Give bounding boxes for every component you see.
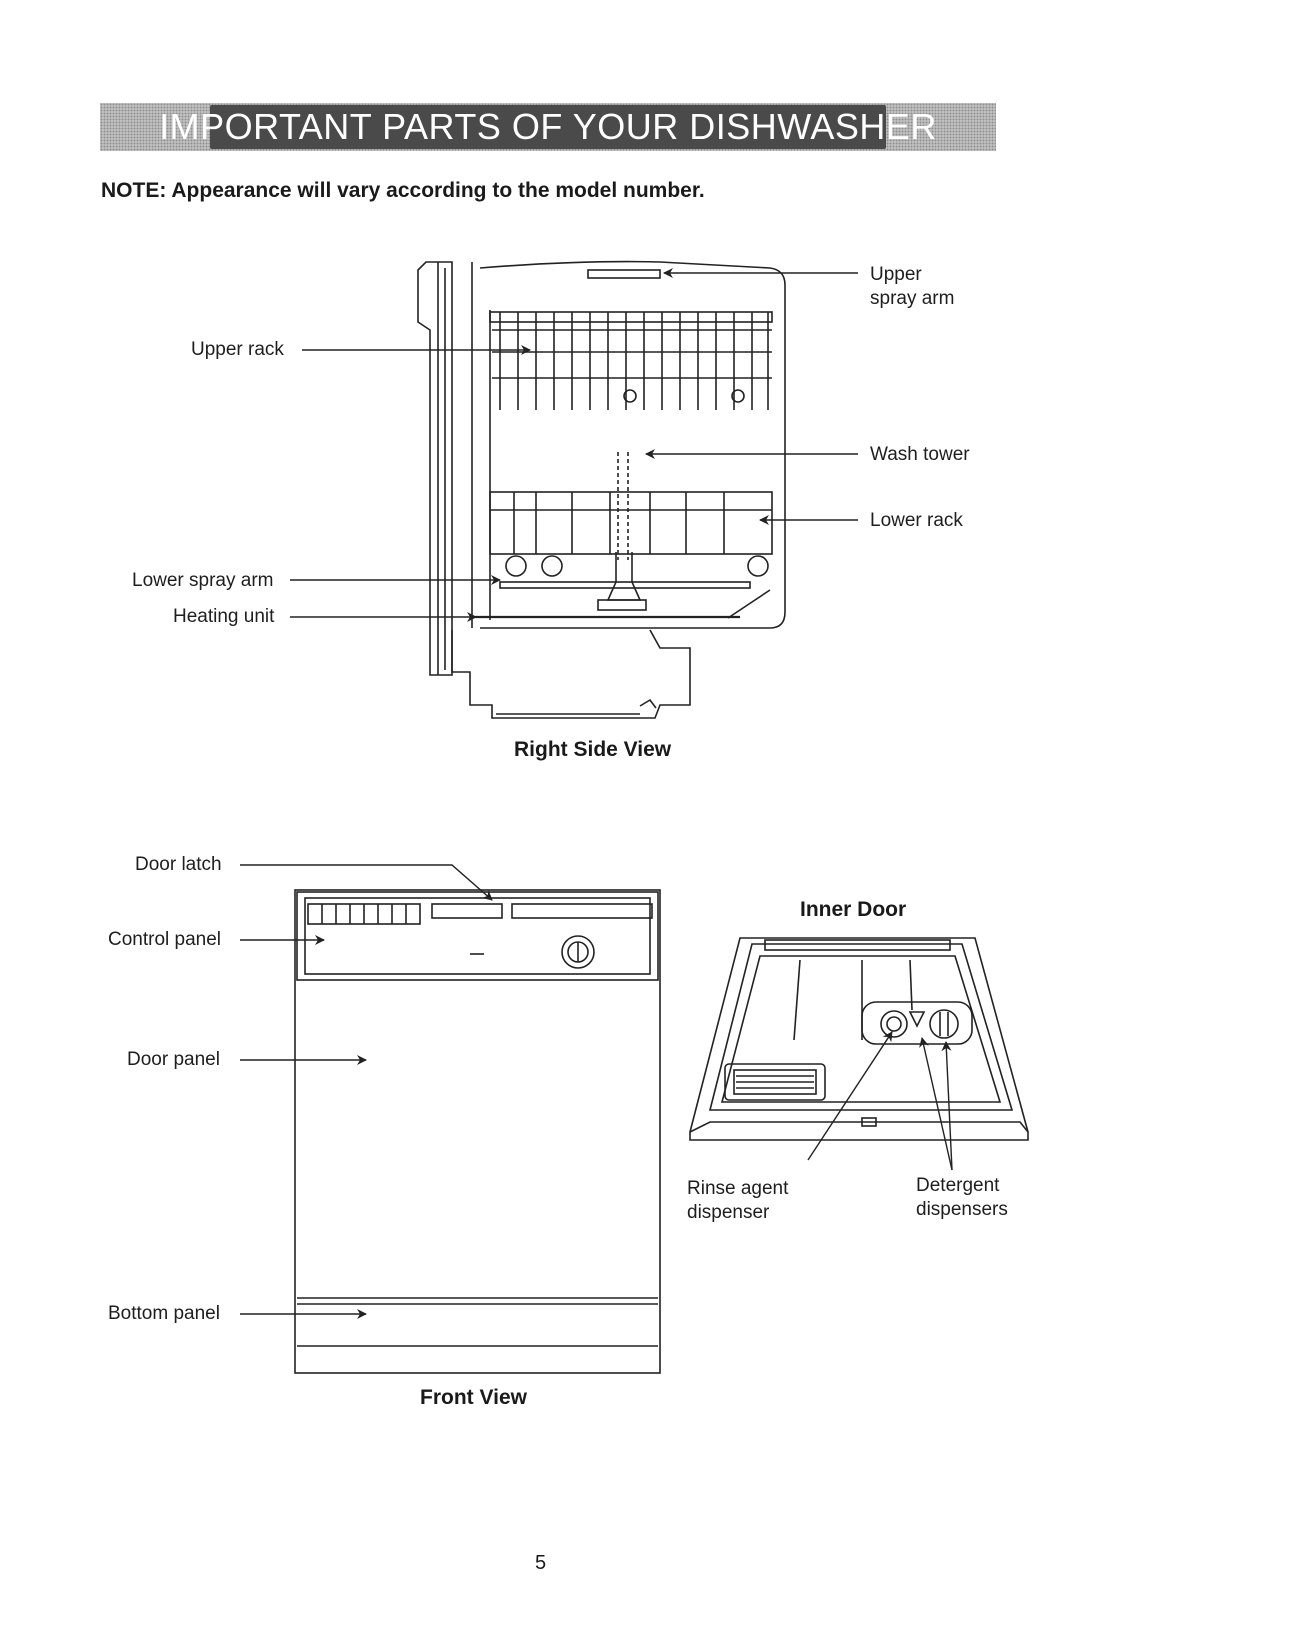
label-control-panel: Control panel: [108, 929, 222, 950]
label-upper-spray-arm-line1: Upper: [870, 264, 922, 285]
right-side-view-drawing: [417, 260, 786, 719]
front-view-leaders: [240, 864, 493, 1319]
side-door: [417, 261, 453, 676]
label-lower-rack: Lower rack: [870, 510, 963, 531]
label-rinse-agent-line1: Rinse agent: [687, 1178, 789, 1199]
side-view-leaders: [290, 268, 858, 622]
page-number: 5: [535, 1552, 547, 1574]
label-heating-unit: Heating unit: [173, 606, 275, 627]
inner-door-detergent-cup: [929, 1009, 959, 1039]
label-upper-rack: Upper rack: [191, 339, 284, 360]
inner-door-liner: [708, 943, 1014, 1111]
side-tub: [479, 260, 786, 629]
side-upper-rack: [489, 311, 773, 410]
inner-door-drawing: [689, 937, 1029, 1141]
label-lower-spray-arm: Lower spray arm: [132, 570, 274, 591]
label-wash-tower: Wash tower: [870, 444, 970, 465]
side-wash-tower: [617, 452, 629, 560]
label-rinse-agent-line2: dispenser: [687, 1202, 770, 1223]
inner-door-vent: [764, 939, 951, 951]
side-upper-spray-arm: [587, 269, 661, 279]
label-detergent-line1: Detergent: [916, 1175, 1000, 1196]
caption-right-side-view: Right Side View: [514, 738, 672, 761]
caption-front-view: Front View: [420, 1386, 527, 1409]
front-dial: [561, 935, 595, 969]
front-view-drawing: [294, 889, 661, 1374]
side-lower-rack: [489, 491, 773, 577]
label-upper-spray-arm-line2: spray arm: [870, 288, 955, 309]
side-sump: [451, 629, 691, 719]
label-door-latch: Door latch: [135, 854, 222, 875]
inner-door-base: [689, 1121, 1029, 1141]
inner-door-dispenser-housing: [861, 1001, 973, 1045]
header-banner: IMPORTANT PARTS OF YOUR DISHWASHER: [100, 103, 996, 151]
note-text: NOTE: Appearance will vary according to …: [101, 179, 705, 202]
inner-door-grille: [724, 1063, 826, 1101]
label-bottom-panel: Bottom panel: [108, 1303, 220, 1324]
inner-door-rinse-cap: [880, 1010, 908, 1038]
caption-inner-door: Inner Door: [800, 898, 907, 921]
label-detergent-line2: dispensers: [916, 1199, 1008, 1220]
inner-door-leaders: [807, 1031, 953, 1171]
front-door-latch: [431, 903, 503, 919]
page-title: IMPORTANT PARTS OF YOUR DISHWASHER: [159, 106, 937, 147]
header-banner-bar: IMPORTANT PARTS OF YOUR DISHWASHER: [159, 105, 936, 149]
side-tower-base: [606, 552, 642, 601]
label-door-panel: Door panel: [127, 1049, 220, 1070]
side-lower-spray-arm: [499, 581, 751, 589]
